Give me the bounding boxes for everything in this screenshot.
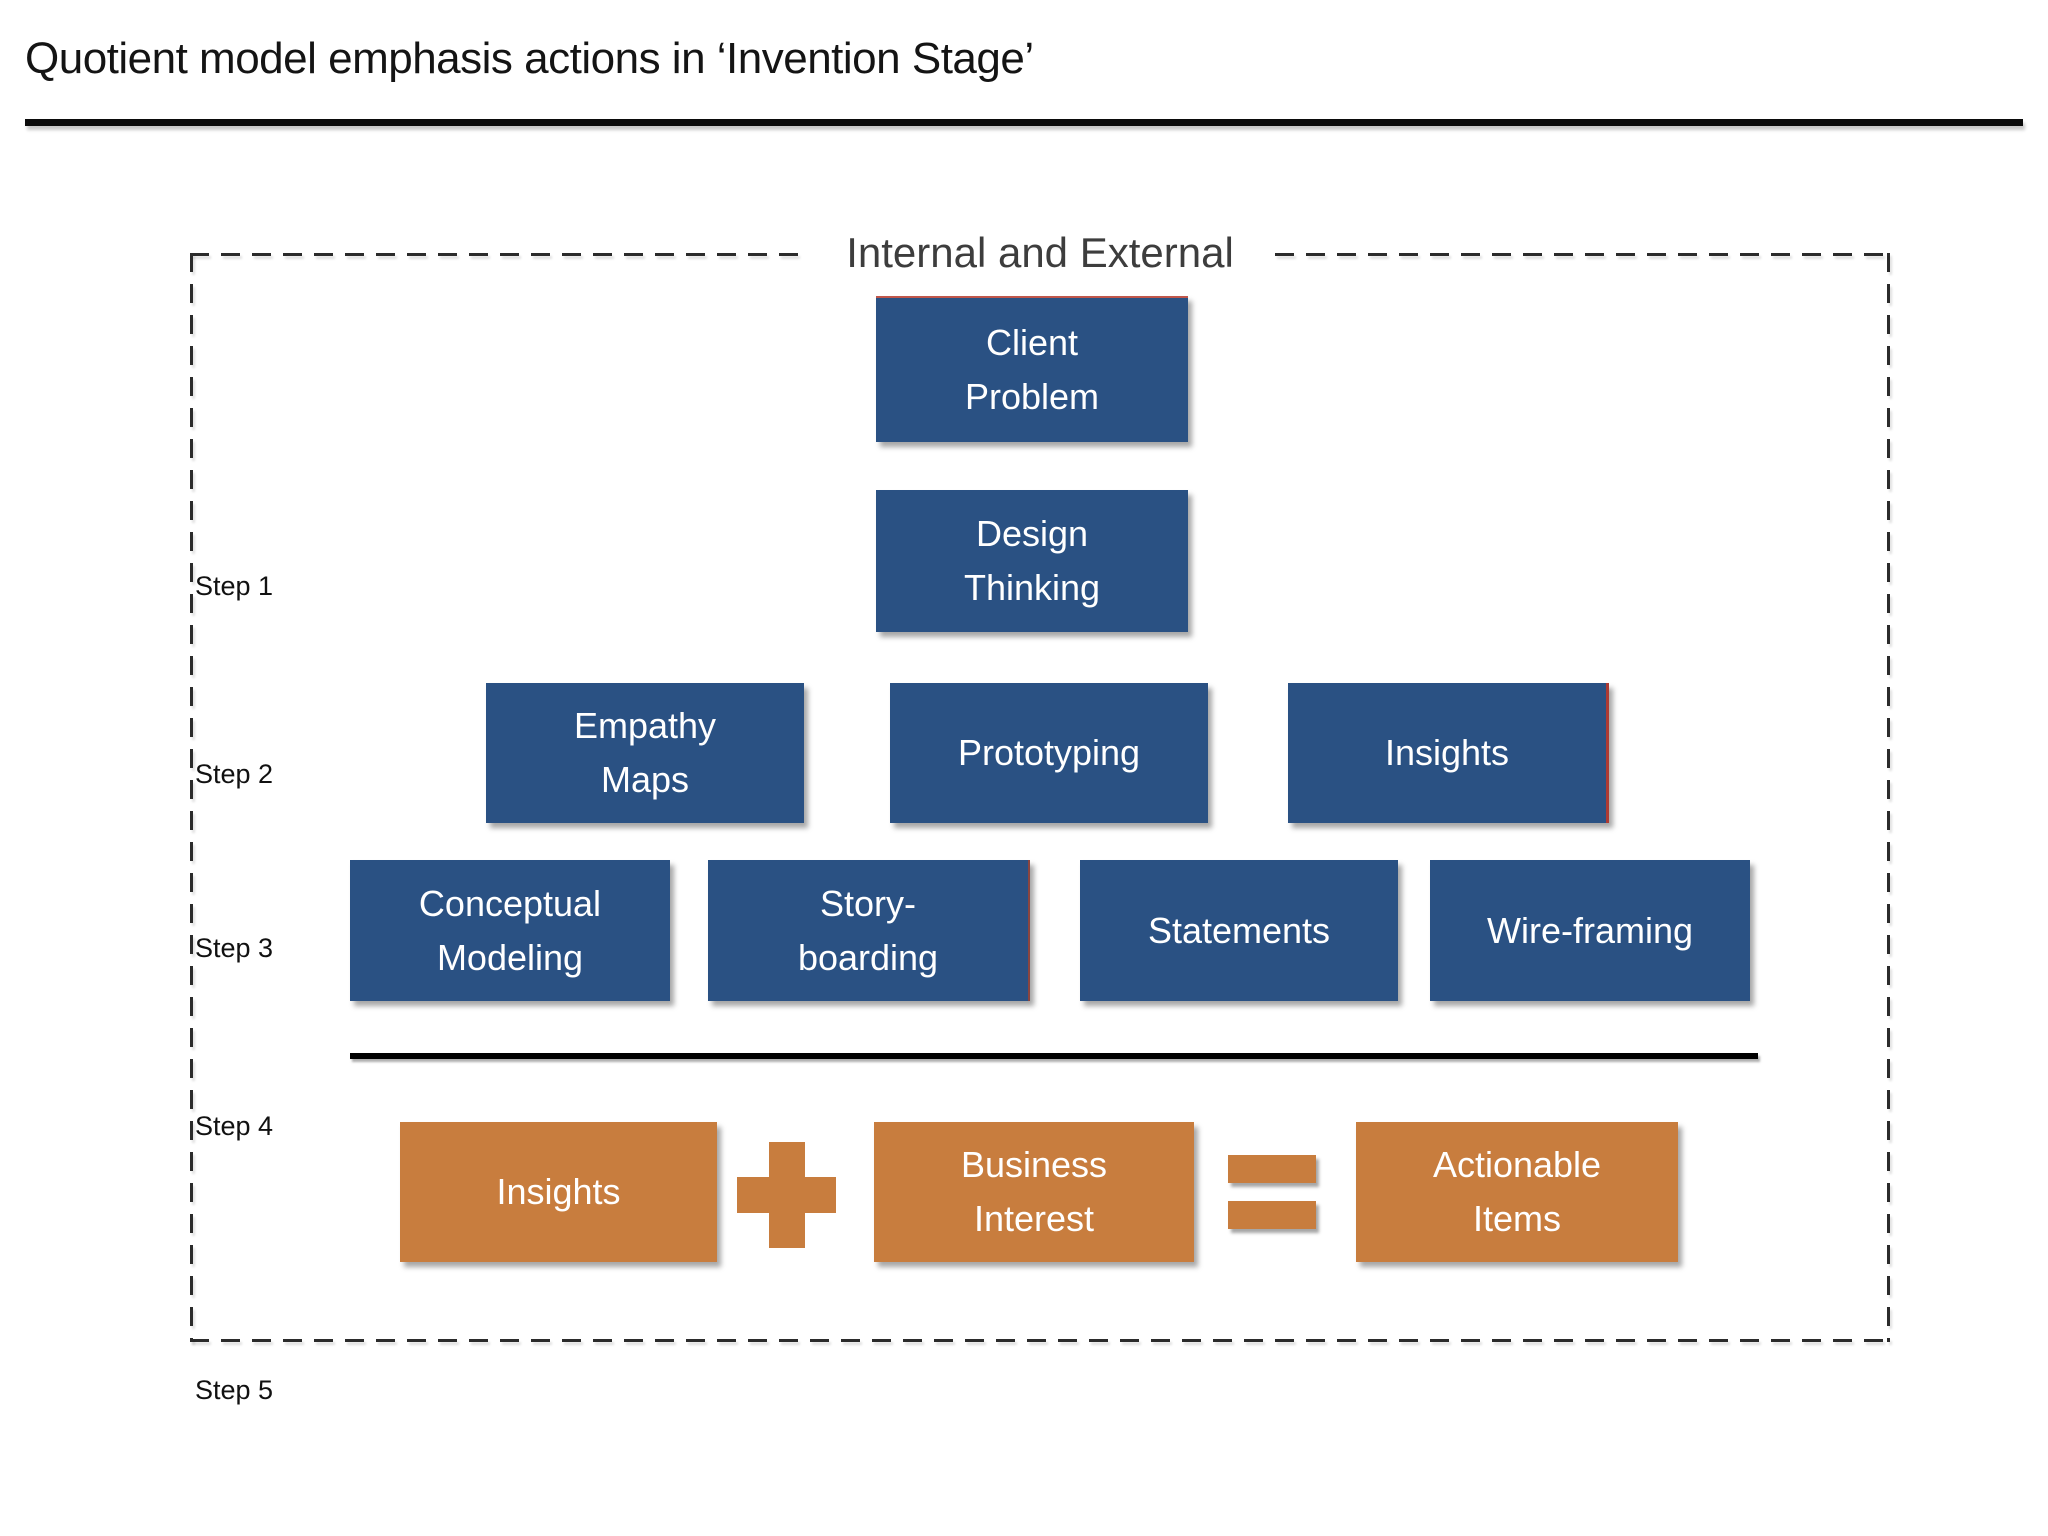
step-label-5: Step 5 bbox=[195, 1375, 274, 1405]
step-label-3: Step 3 bbox=[195, 933, 274, 963]
box-empathy-maps: Empathy Maps bbox=[486, 683, 804, 823]
step-label-1: Step 1 bbox=[195, 571, 274, 601]
scope-label: Internal and External bbox=[808, 223, 1272, 283]
scope-frame: Internal and External Step 1 Step 2 Step… bbox=[190, 223, 1890, 1405]
title-underline bbox=[25, 119, 2023, 126]
step4-step5-divider bbox=[350, 1053, 1758, 1059]
step-label-2: Step 2 bbox=[195, 759, 274, 789]
box-label: Prototyping bbox=[957, 732, 1141, 773]
box-label: Wire-framing bbox=[1486, 909, 1693, 951]
box-label: Insights bbox=[496, 1171, 621, 1212]
box-insights-step3: Insights bbox=[1288, 683, 1609, 823]
box-client-problem: Client Problem bbox=[876, 296, 1188, 442]
box-label: Story- boarding bbox=[797, 882, 939, 978]
box-label: Client Problem bbox=[964, 322, 1100, 417]
box-wire-framing: Wire-framing bbox=[1430, 860, 1750, 1001]
box-actionable-items: Actionable Items bbox=[1356, 1122, 1678, 1262]
step-label-4: Step 4 bbox=[195, 1111, 274, 1141]
box-label: Actionable Items bbox=[1432, 1144, 1602, 1239]
box-label: Design Thinking bbox=[963, 513, 1101, 608]
frame-edge-right bbox=[1887, 253, 1890, 1342]
box-label: Insights bbox=[1384, 732, 1510, 773]
frame-edge-bottom bbox=[190, 1339, 1890, 1342]
equals-bar-bottom bbox=[1228, 1201, 1316, 1229]
box-statements: Statements bbox=[1080, 860, 1398, 1001]
box-conceptual-modeling: Conceptual Modeling bbox=[350, 860, 670, 1001]
box-insights-step5: Insights bbox=[400, 1122, 717, 1262]
equals-bar-top bbox=[1228, 1155, 1316, 1183]
box-design-thinking: Design Thinking bbox=[876, 490, 1188, 632]
box-prototyping: Prototyping bbox=[890, 683, 1208, 823]
box-label: Statements bbox=[1147, 909, 1331, 951]
frame-edge-left bbox=[190, 253, 193, 1342]
box-business-interest: Business Interest bbox=[874, 1122, 1194, 1262]
plus-icon bbox=[737, 1142, 836, 1248]
page-title: Quotient model emphasis actions in ‘Inve… bbox=[25, 34, 1034, 83]
box-story-boarding: Story- boarding bbox=[708, 860, 1030, 1001]
box-label: Conceptual Modeling bbox=[418, 882, 602, 978]
equals-icon bbox=[1228, 1155, 1316, 1229]
box-label: Empathy Maps bbox=[573, 705, 717, 800]
box-label: Business Interest bbox=[960, 1144, 1108, 1239]
